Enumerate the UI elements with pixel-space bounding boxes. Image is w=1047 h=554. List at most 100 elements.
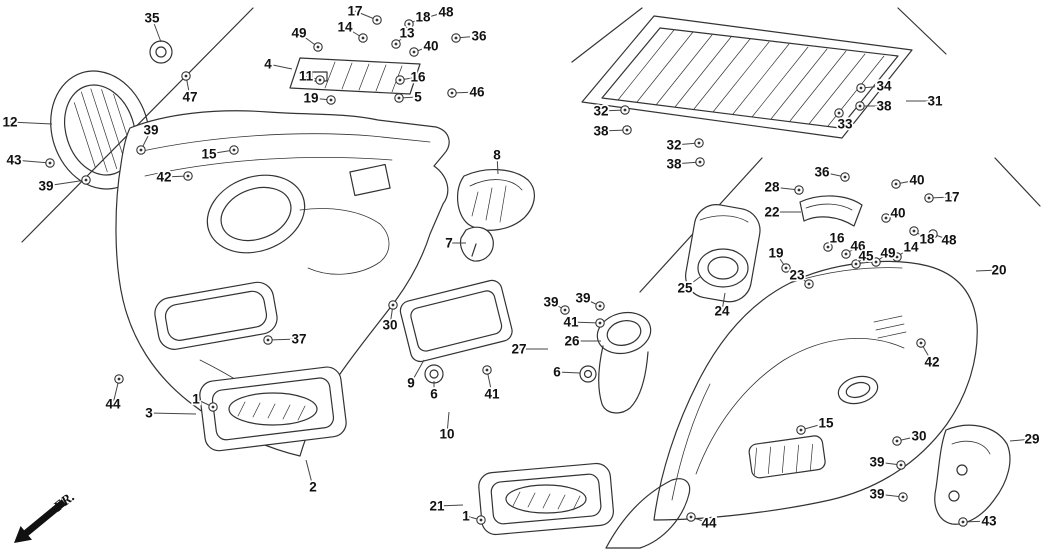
fastener-icon: [840, 172, 850, 182]
fastener-icon: [476, 515, 486, 525]
fastener-icon: [916, 338, 926, 348]
fastener-icon: [686, 512, 696, 522]
callout-label-39: 39: [869, 487, 884, 502]
callout-label-44: 44: [105, 397, 121, 412]
fastener-icon: [560, 305, 570, 315]
leader-line: [267, 338, 300, 341]
callout-label-8: 8: [493, 148, 501, 163]
fastener-icon: [856, 83, 866, 93]
callout-label-39: 39: [38, 179, 53, 194]
callout-label-41: 41: [484, 387, 500, 402]
fastener-icon: [181, 71, 191, 81]
callout-label-6: 6: [430, 387, 438, 402]
fr-arrow-icon: [14, 499, 67, 543]
fastener-icon: [928, 229, 938, 239]
fastener-icon: [841, 249, 851, 259]
fastener-icon: [871, 257, 881, 267]
speaker-pod-part: [685, 204, 761, 303]
callout-label-11: 11: [299, 69, 314, 84]
left-quarter-trim-panel: [115, 110, 450, 457]
leader-line: [446, 411, 450, 435]
fastener-icon: [45, 158, 55, 168]
callout-label-39: 39: [543, 295, 558, 310]
callout-label-24: 24: [714, 304, 730, 319]
callout-label-3: 3: [145, 406, 153, 421]
callout-label-48: 48: [438, 5, 454, 20]
callout-label-49: 49: [291, 26, 306, 41]
callout-label-12: 12: [2, 115, 17, 130]
speaker-grille-part: [50, 70, 150, 190]
callout-label-14: 14: [337, 20, 353, 35]
fastener-icon: [892, 252, 902, 262]
callout-label-15: 15: [201, 147, 217, 162]
callout-label-35: 35: [144, 11, 160, 26]
callout-label-36: 36: [814, 165, 830, 180]
fastener-icon: [851, 259, 861, 269]
fastener-icon: [447, 88, 457, 98]
fastener-icon: [136, 145, 146, 155]
fastener-icon: [958, 517, 968, 527]
callout-label-16: 16: [829, 231, 845, 246]
callout-label-16: 16: [410, 70, 426, 85]
fastener-icon: [315, 75, 325, 85]
callout-label-26: 26: [564, 334, 580, 349]
fastener-icon: [229, 145, 239, 155]
callout-label-29: 29: [1024, 432, 1039, 447]
fastener-icon: [420, 13, 430, 23]
leader-line: [45, 179, 87, 187]
fastener-icon: [924, 193, 934, 203]
fastener-icon: [823, 242, 833, 252]
callout-label-1: 1: [192, 392, 200, 407]
callout-label-46: 46: [469, 85, 485, 100]
callout-label-44: 44: [701, 516, 717, 531]
fastener-icon: [208, 402, 218, 412]
callout-label-30: 30: [382, 318, 397, 333]
callout-label-39: 39: [143, 123, 158, 138]
callout-label-9: 9: [407, 376, 415, 391]
fastener-icon: [694, 138, 704, 148]
fastener-icon: [898, 492, 908, 502]
fastener-icon: [404, 19, 414, 29]
leader-line: [975, 269, 1000, 272]
upper-tray-part: [289, 57, 421, 95]
callout-label-10: 10: [439, 427, 454, 442]
callout-label-2: 2: [309, 480, 317, 495]
callout-label-36: 36: [471, 29, 487, 44]
callout-label-18: 18: [919, 232, 935, 247]
ashtray-right-part: [478, 462, 691, 549]
callout-label-32: 32: [666, 138, 681, 153]
leader-line: [151, 17, 162, 43]
callout-label-22: 22: [764, 205, 779, 220]
callout-label-47: 47: [182, 90, 197, 105]
ashtray-left-part: [199, 366, 347, 452]
fastener-icon: [388, 300, 398, 310]
fastener-icon: [909, 226, 919, 236]
fastener-icon: [891, 179, 901, 189]
right-quarter-trim-panel: [653, 260, 978, 521]
callout-label-20: 20: [991, 263, 1006, 278]
fastener-icon: [595, 318, 605, 328]
fastener-icon: [620, 105, 630, 115]
fastener-icon: [183, 171, 193, 181]
callout-label-49: 49: [880, 246, 895, 261]
callout-label-40: 40: [909, 173, 924, 188]
callout-label-17: 17: [347, 4, 362, 19]
callout-label-21: 21: [429, 499, 445, 514]
leader-line: [305, 459, 314, 488]
leader-line: [496, 154, 499, 175]
callout-label-45: 45: [858, 249, 874, 264]
callout-label-39: 39: [869, 455, 884, 470]
pocket-lid-part: [399, 279, 513, 384]
callout-label-38: 38: [593, 124, 609, 139]
callout-label-5: 5: [414, 90, 422, 105]
callout-label-30: 30: [911, 429, 926, 444]
callout-label-42: 42: [156, 170, 171, 185]
callout-label-19: 19: [303, 91, 318, 106]
leader-line: [148, 412, 197, 415]
shelf-hatching: [617, 29, 885, 127]
callout-label-14: 14: [903, 240, 919, 255]
leader-line: [9, 121, 53, 125]
